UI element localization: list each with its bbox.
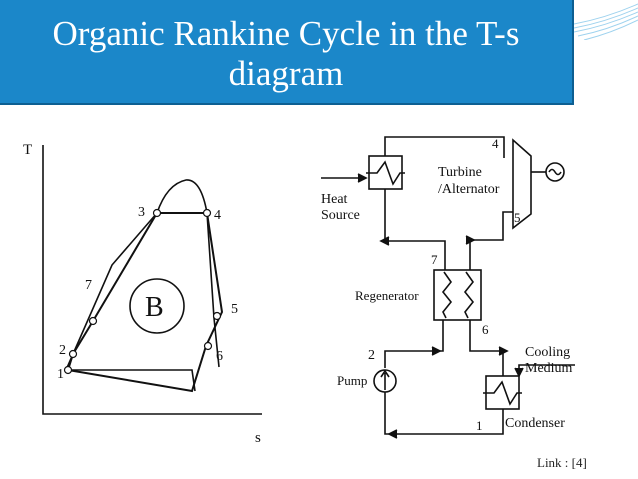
schematic-regenerator-label: Regenerator (355, 288, 419, 303)
regenerator-coil-right (463, 271, 475, 319)
schematic-pump-label: Pump (337, 373, 367, 388)
cycle-b-circle (129, 278, 185, 334)
regenerator-coil-left (441, 271, 453, 319)
ts-diagram (42, 145, 262, 415)
orc-figure: T s B 1 2 3 4 5 6 7 (23, 136, 575, 446)
schematic-heat-label: Heat (321, 192, 348, 207)
ts-label-1: 1 (57, 367, 64, 382)
turbine (512, 138, 532, 230)
pipe-turbine-out (469, 211, 513, 270)
schematic (321, 136, 575, 439)
ts-label-2: 2 (59, 343, 66, 358)
ts-point-1 (63, 365, 73, 375)
schematic-source-label: Source (321, 208, 360, 223)
arrow-to-condenser (498, 346, 509, 356)
s-axis-label: s (255, 430, 261, 446)
reference-link[interactable]: Link : [4] (537, 455, 587, 470)
regenerator (433, 269, 482, 321)
heat-source-arrowhead (357, 173, 368, 183)
condenser-coil (483, 380, 522, 406)
schematic-condenser-label: Condenser (505, 416, 565, 431)
ts-label-4: 4 (214, 208, 221, 223)
schematic-state-6: 6 (482, 322, 489, 337)
pipe-regen-to-hx (384, 189, 446, 270)
heat-exchanger-coil (366, 160, 405, 186)
ts-points (63, 208, 222, 375)
title-banner: Organic Rankine Cycle in the T-s diagram (0, 0, 574, 105)
arrow-condenser-to-pump (387, 429, 398, 439)
t-axis-label: T (23, 142, 32, 158)
schematic-state-2: 2 (368, 348, 375, 363)
alternator-wave (548, 168, 562, 176)
ts-label-6: 6 (216, 349, 223, 364)
schematic-state-5: 5 (514, 210, 521, 225)
schematic-turbine-label: Turbine (438, 165, 482, 180)
pipe-condenser-to-pump (384, 392, 504, 435)
t-axis (42, 145, 262, 415)
arrow-pump-to-regen (431, 346, 442, 356)
ts-point-6 (203, 341, 213, 351)
pipe-pump-to-regen (384, 320, 444, 368)
ts-point-5 (212, 311, 222, 321)
ts-label-7: 7 (85, 278, 92, 293)
ts-point-2 (68, 349, 78, 359)
saturation-dome (65, 179, 220, 371)
arrow-turbine-out (465, 235, 476, 245)
schematic-state-7: 7 (431, 252, 438, 267)
corner-decoration (574, 3, 638, 40)
ts-point-3 (152, 208, 162, 218)
pump-arrow (380, 369, 390, 390)
schematic-cooling-label: Cooling (525, 345, 570, 360)
schematic-state-4: 4 (492, 136, 499, 151)
schematic-state-1: 1 (476, 418, 483, 433)
schematic-medium-label: Medium (525, 361, 573, 376)
ts-label-3: 3 (138, 205, 145, 220)
arrow-regen-to-hx (379, 236, 390, 246)
ts-point-7 (88, 316, 98, 326)
schematic-alternator-label: /Alternator (438, 182, 500, 197)
cycle-bottom-line (68, 369, 196, 392)
cooling-arrowhead (514, 367, 524, 378)
ts-point-4 (202, 208, 212, 218)
cycle-b-label: B (145, 292, 164, 323)
slide-title: Organic Rankine Cycle in the T-s diagram (52, 14, 520, 93)
ts-label-5: 5 (231, 302, 238, 317)
pipe-regen-to-condenser (469, 320, 504, 376)
pipe-top (384, 136, 505, 158)
